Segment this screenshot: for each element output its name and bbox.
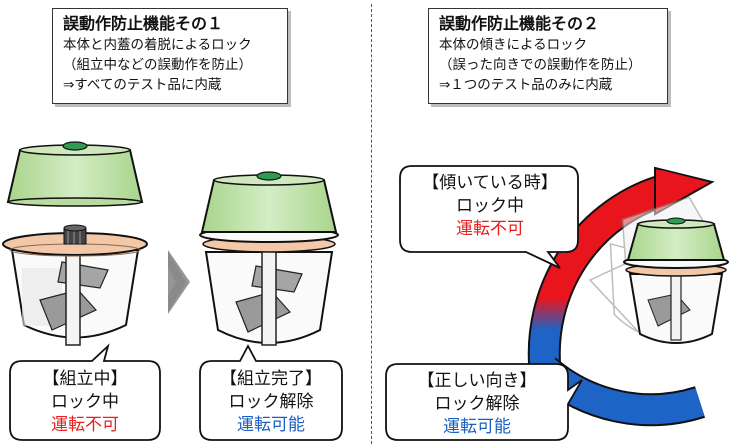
bubble-tilted-shape	[399, 165, 579, 269]
bubble-assembled: 【組立完了】 ロック解除 運転可能	[211, 368, 331, 437]
bubble-upright: 【正しい向き】 ロック解除 運転可能	[404, 370, 550, 439]
left-title: 誤動作防止機能その１	[63, 14, 224, 33]
left-line-3: ⇒すべてのテスト品に内蔵	[63, 77, 222, 93]
assembled-operation: 運転可能	[237, 415, 305, 435]
upright-operation: 運転可能	[443, 417, 511, 437]
bubble-assembling-shape	[9, 343, 161, 441]
assembling-lock: ロック中	[51, 392, 119, 412]
right-title: 誤動作防止機能その２	[439, 14, 600, 33]
tilted-lock: ロック中	[456, 196, 524, 216]
bubble-upright-shape	[385, 363, 583, 441]
assembling-state: 【組立中】	[42, 369, 128, 389]
upright-state: 【正しい向き】	[417, 371, 537, 391]
right-info-box: 誤動作防止機能その２ 本体の傾きによるロック （誤った向きでの誤動作を防止） ⇒…	[428, 8, 668, 104]
left-line-2: （組立中などの誤動作を防止）	[63, 57, 252, 73]
lid-separated	[6, 141, 144, 207]
device-assembling	[2, 141, 148, 346]
right-line-1: 本体の傾きによるロック	[439, 37, 588, 53]
tilted-state: 【傾いている時】	[422, 173, 558, 193]
assembled-lock: ロック解除	[228, 392, 314, 412]
device-assembled	[199, 171, 339, 346]
bubble-assembled-shape	[199, 344, 343, 441]
assembling-operation: 運転不可	[51, 415, 119, 435]
right-line-2: （誤った向きでの誤動作を防止）	[439, 57, 642, 73]
device-upright	[623, 217, 729, 344]
panel-divider	[371, 4, 372, 444]
bubble-tilted: 【傾いている時】 ロック中 運転不可	[417, 172, 563, 241]
tilted-operation: 運転不可	[456, 219, 524, 239]
assembled-state: 【組立完了】	[220, 369, 322, 389]
right-line-3: ⇒１つのテスト品のみに内蔵	[439, 77, 613, 93]
left-info-box: 誤動作防止機能その１ 本体と内蓋の着脱によるロック （組立中などの誤動作を防止）…	[52, 8, 288, 104]
left-line-1: 本体と内蓋の着脱によるロック	[63, 37, 252, 53]
upright-lock: ロック解除	[434, 394, 520, 414]
bubble-assembling: 【組立中】 ロック中 運転不可	[25, 368, 145, 437]
